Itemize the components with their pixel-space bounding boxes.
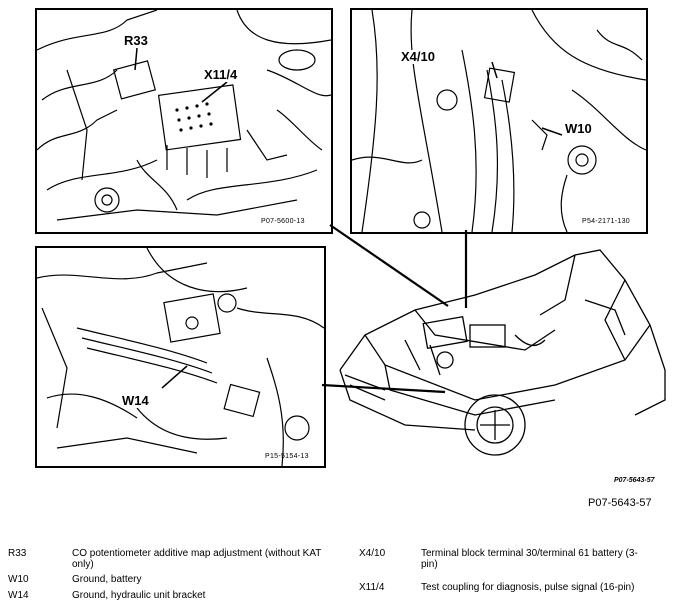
panel-hydraulic-ground: W14 P15-5154-13	[35, 246, 326, 468]
engine-sketch-mid-left	[37, 248, 324, 466]
callout-r33: R33	[123, 33, 149, 48]
legend-code-r33: R33	[8, 548, 27, 559]
legend-text-w14: Ground, hydraulic unit bracket	[72, 590, 206, 601]
panel-ref-top-right: P54-2171-130	[582, 218, 630, 225]
callout-w10: W10	[564, 121, 593, 136]
callout-w14: W14	[121, 393, 150, 408]
legend-text-w10: Ground, battery	[72, 574, 142, 585]
panel-battery-terminal: X4/10 W10 P54-2171-130	[350, 8, 648, 234]
callout-x4-10: X4/10	[400, 49, 436, 64]
legend-code-x11-4: X11/4	[359, 582, 385, 593]
figure-code: P07-5643-57	[588, 497, 652, 509]
legend-code-x4-10: X4/10	[359, 548, 386, 559]
figure-code-small: P07-5643-57	[614, 477, 655, 484]
legend-code-w14: W14	[8, 590, 29, 601]
legend-code-w10: W10	[8, 574, 29, 585]
engine-sketch-top-left	[37, 10, 331, 221]
car-illustration	[339, 249, 666, 456]
callout-x11-4: X11/4	[203, 67, 239, 82]
legend-text-x11-4: Test coupling for diagnosis, pulse signa…	[421, 582, 635, 593]
panel-ref-top-left: P07-5600-13	[261, 218, 305, 225]
engine-sketch-top-right	[352, 10, 646, 232]
legend-text-x4-10: Terminal block terminal 30/terminal 61 b…	[421, 548, 638, 570]
legend-text-r33: CO potentiometer additive map adjustment…	[72, 548, 322, 570]
panel-test-coupling: R33 X11/4 P07-5600-13	[35, 8, 333, 234]
panel-ref-mid-left: P15-5154-13	[265, 453, 309, 460]
